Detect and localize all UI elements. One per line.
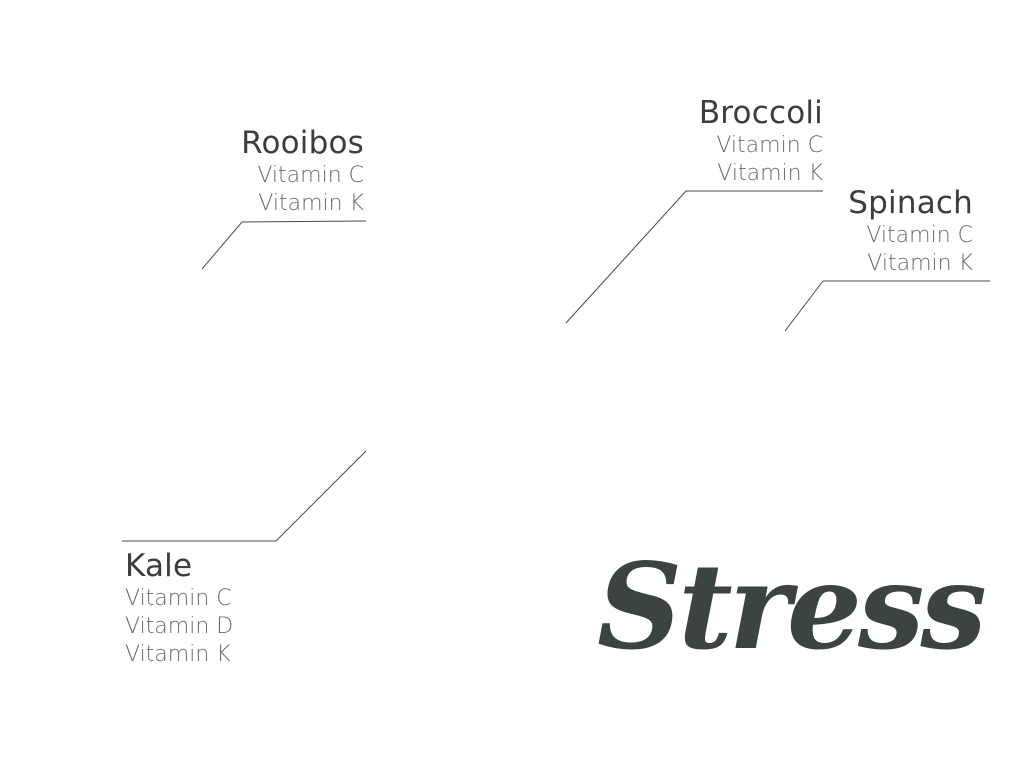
vitamin-item: Vitamin C [716, 133, 823, 158]
vitamin-item: Vitamin C [866, 223, 973, 248]
rooibos-label: Rooibos Vitamin C Vitamin K [241, 128, 364, 215]
vitamin-item: Vitamin D [125, 614, 234, 639]
broccoli-label: Broccoli Vitamin C Vitamin K [699, 98, 823, 185]
spinach-label: Spinach Vitamin C Vitamin K [848, 188, 973, 275]
spinach-leader-line [784, 280, 990, 332]
item-name: Spinach [848, 185, 973, 221]
item-name: Broccoli [698, 95, 823, 131]
rooibos-leader-line [201, 220, 367, 270]
item-name: Kale [125, 548, 193, 584]
vitamin-item: Vitamin C [257, 163, 364, 188]
kale-leader-line [122, 450, 367, 542]
vitamin-item: Vitamin K [125, 642, 231, 667]
kale-label: Kale Vitamin C Vitamin D Vitamin K [125, 551, 233, 666]
vitamin-item: Vitamin K [867, 251, 973, 276]
vitamin-item: Vitamin C [125, 586, 232, 611]
vitamin-item: Vitamin K [258, 191, 364, 216]
broccoli-leader-line [565, 190, 823, 324]
page-title: Stress [597, 537, 987, 676]
item-name: Rooibos [241, 125, 364, 161]
vitamin-item: Vitamin K [717, 161, 823, 186]
